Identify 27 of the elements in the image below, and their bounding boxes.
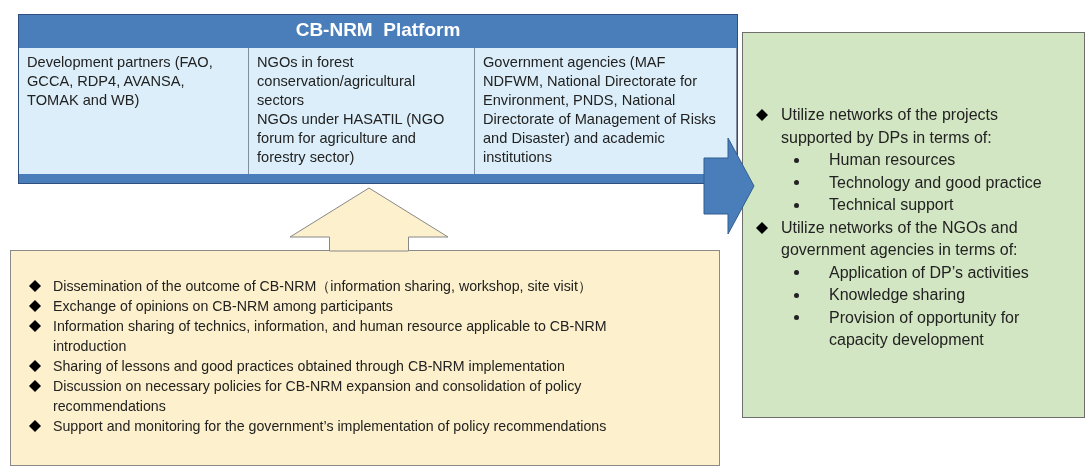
stakeholder-column [19, 48, 249, 174]
block-arrow [289, 187, 449, 252]
sub-item-text: Human resources [829, 150, 957, 170]
list-item-text: Support and monitoring for the government’s implementation of policy recommendations [53, 417, 608, 436]
list-item-text: Sharing of lessons and good practices obtained through CB-NRM implementation [53, 357, 566, 376]
sub-item-text: Provision of opportunity for capacity development [829, 307, 1021, 350]
stakeholder-text: Development partners (FAO, GCCA, RDP4, AVANSA, TOMAK and WB) [27, 53, 214, 110]
sub-item-text: Technology and good practice [829, 172, 1043, 193]
list-item-text: Utilize networks of the projects supported by DPs in terms of: [781, 105, 999, 148]
stakeholder-column [249, 48, 475, 174]
list-item-text: Discussion on necessary policies for CB-NRM expansion and consolidation of policy recommendations [53, 377, 583, 416]
platform-title: CB-NRM Platform [294, 19, 462, 41]
list-item-text: Information sharing of technics, information, and human resource applicable to CB-NRM introduction [53, 317, 608, 356]
stakeholder-text: NGOs in forest conservation/agricultural sectors [257, 53, 417, 110]
stakeholder-text: NGOs under HASATIL (NGO forum for agriculture and forestry sector) [257, 110, 446, 167]
stakeholder-column [475, 48, 737, 174]
stakeholder-text: Government agencies (MAF NDFWM, National Directorate for Environment, PNDS, National Directorate of Management of Risks and Disaster) and academic institutions [483, 53, 717, 167]
block-arrow [703, 137, 755, 235]
sub-item-text: Technical support [829, 195, 955, 215]
activity-box [742, 32, 1085, 418]
list-item-text: Dissemination of the outcome of CB-NRM（information sharing, workshop, site visit） [53, 277, 593, 296]
list-item-text: Utilize networks of the NGOs and government agencies in terms of: [781, 217, 1019, 260]
platform-box [18, 14, 738, 184]
sub-item-text: Knowledge sharing [829, 285, 967, 305]
activity-box [10, 250, 720, 466]
sub-item-text: Application of DP’s activities [829, 262, 1030, 283]
list-item-text: Exchange of opinions on CB-NRM among participants [53, 297, 394, 316]
